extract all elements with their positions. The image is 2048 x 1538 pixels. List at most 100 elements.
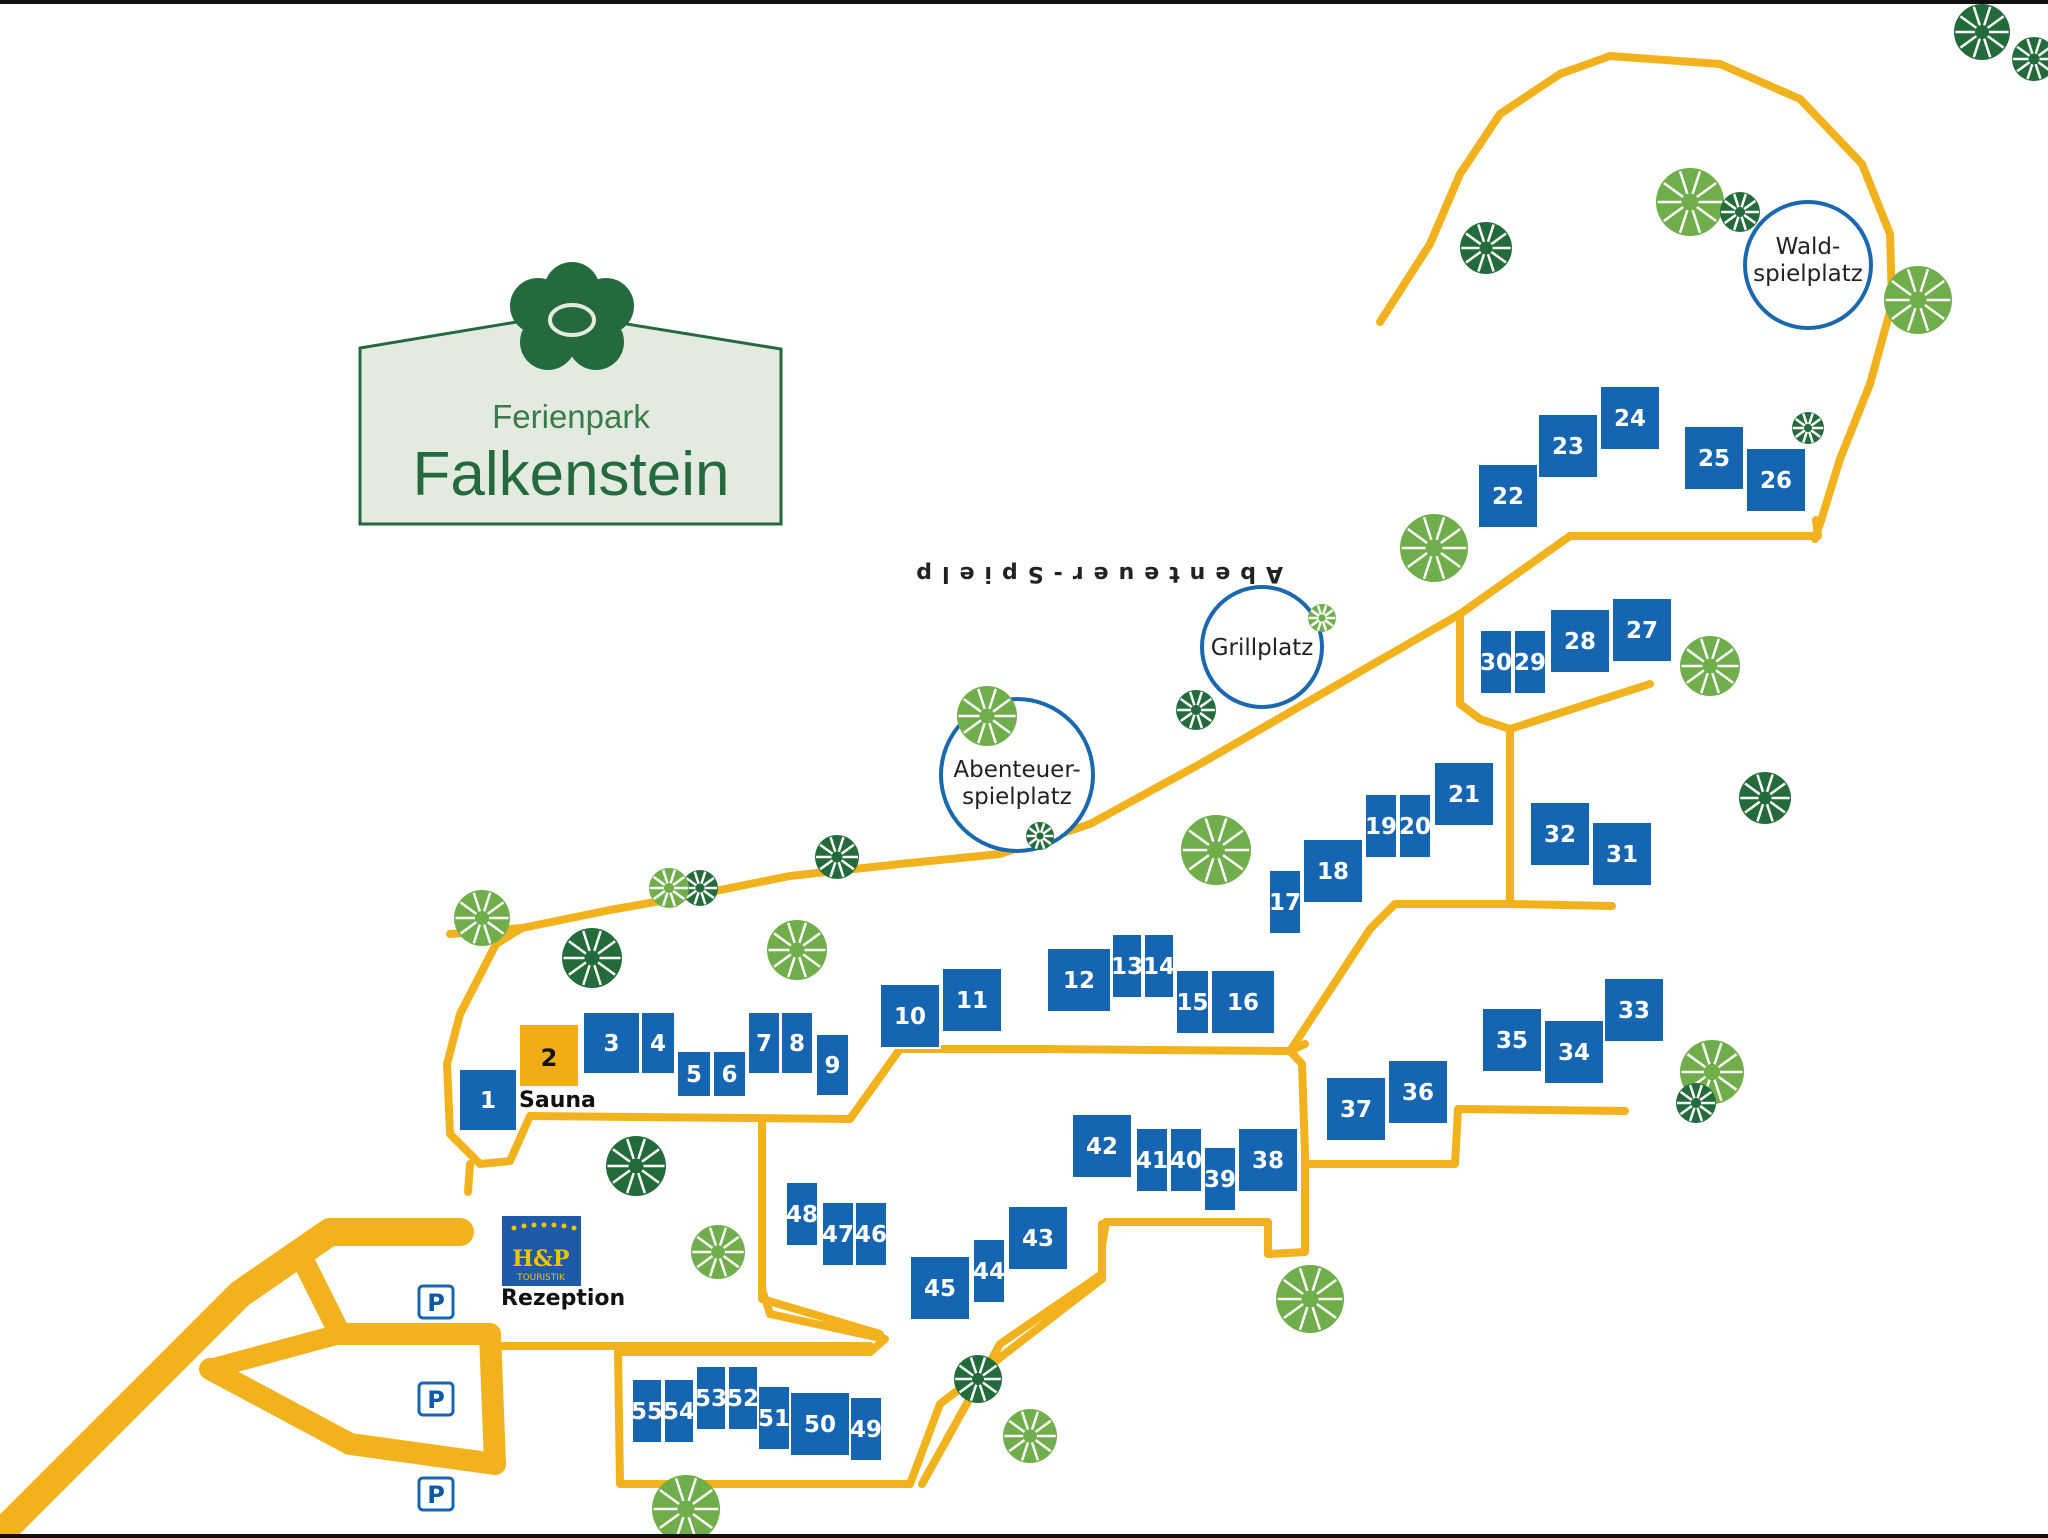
house-box [1325,1076,1387,1142]
parking-3[interactable]: P [417,1476,455,1512]
house-number: 51 [758,1406,790,1432]
house-box [789,1391,851,1457]
house-21[interactable]: 21 [1433,761,1495,827]
waldspielplatz: Wald- spielplatz [1743,200,1873,330]
tree-icon [1176,690,1216,730]
house-box [1433,761,1495,827]
house-5[interactable]: 5 [676,1050,712,1098]
flipped-sign-text: Abenteuer-Spielp [906,561,1283,586]
house-box [1479,629,1513,695]
house-49[interactable]: 49 [849,1396,883,1462]
house-27[interactable]: 27 [1611,597,1673,663]
house-number: 20 [1399,814,1431,840]
house-6[interactable]: 6 [712,1050,747,1098]
house-19[interactable]: 19 [1364,793,1398,859]
house-box [1237,1127,1299,1193]
house-box [1210,969,1276,1035]
flower-icon [510,262,634,370]
house-38[interactable]: 38 [1237,1127,1299,1193]
tree-icon [954,1355,1002,1403]
house-box [821,1201,855,1267]
house-14[interactable]: 14 [1143,933,1175,999]
house-number: 44 [973,1259,1005,1285]
house-43[interactable]: 43 [1007,1205,1069,1271]
house-35[interactable]: 35 [1481,1007,1543,1073]
house-41[interactable]: 41 [1135,1127,1169,1193]
house-number: 28 [1564,629,1596,655]
house-20[interactable]: 20 [1398,793,1432,859]
house-18[interactable]: 18 [1302,838,1364,904]
house-4[interactable]: 4 [640,1011,676,1075]
house-26[interactable]: 26 [1745,447,1807,513]
tree-icon [1676,1083,1716,1123]
house-28[interactable]: 28 [1549,608,1611,674]
house-number: 24 [1614,406,1646,432]
house-31[interactable]: 31 [1591,821,1653,887]
house-16[interactable]: 16 [1210,969,1276,1035]
wald-label-line2: spielplatz [1753,261,1863,287]
house-22[interactable]: 22 [1477,463,1539,529]
house-23[interactable]: 23 [1537,413,1599,479]
house-48[interactable]: 48 [785,1181,819,1247]
house-44[interactable]: 44 [972,1238,1006,1304]
tree-icon [1656,168,1724,236]
house-37[interactable]: 37 [1325,1076,1387,1142]
house-number: 7 [756,1031,772,1057]
house-25[interactable]: 25 [1683,425,1745,491]
house-55[interactable]: 55 [631,1378,663,1444]
house-box [879,983,941,1049]
grillplatz: Grillplatz [1200,585,1324,709]
parking-1[interactable]: P [417,1284,455,1320]
house-number: 46 [855,1222,887,1248]
house-box [1143,933,1175,999]
house-51[interactable]: 51 [757,1385,791,1451]
house-45[interactable]: 45 [909,1255,971,1321]
house-box [1481,1007,1543,1073]
sauna[interactable]: 2 Sauna [518,1023,596,1113]
house-number: 43 [1022,1226,1054,1252]
house-24[interactable]: 24 [1599,385,1661,451]
logo-line1: Ferienpark [492,398,650,435]
house-number: 41 [1136,1148,1168,1174]
house-7[interactable]: 7 [747,1011,781,1075]
house-50[interactable]: 50 [789,1391,851,1457]
house-15[interactable]: 15 [1175,969,1210,1035]
house-46[interactable]: 46 [854,1201,888,1267]
house-box [1683,425,1745,491]
house-box [1169,1127,1203,1193]
house-number: 13 [1111,954,1143,980]
house-40[interactable]: 40 [1169,1127,1203,1193]
house-10[interactable]: 10 [879,983,941,1049]
house-box [1071,1113,1133,1179]
house-13[interactable]: 13 [1111,933,1143,999]
house-box [676,1050,712,1098]
house-33[interactable]: 33 [1603,977,1665,1043]
house-3[interactable]: 3 [582,1011,641,1075]
house-12[interactable]: 12 [1046,947,1112,1013]
stars-icon [511,1222,577,1231]
tree-icon [1954,4,2010,60]
house-17[interactable]: 17 [1268,869,1302,935]
house-54[interactable]: 54 [663,1378,695,1444]
house-36[interactable]: 36 [1387,1059,1449,1125]
house-32[interactable]: 32 [1529,801,1591,867]
reception[interactable]: H&P TOURISTIK Rezeption [501,1216,625,1311]
house-39[interactable]: 39 [1203,1146,1237,1212]
house-box [1599,385,1661,451]
house-52[interactable]: 52 [727,1365,759,1431]
house-8[interactable]: 8 [780,1011,814,1075]
house-34[interactable]: 34 [1543,1019,1605,1085]
house-number: 45 [924,1276,956,1302]
house-42[interactable]: 42 [1071,1113,1133,1179]
house-29[interactable]: 29 [1513,629,1547,695]
parking-2[interactable]: P [417,1381,455,1417]
house-30[interactable]: 30 [1479,629,1513,695]
house-11[interactable]: 11 [941,967,1003,1033]
house-47[interactable]: 47 [821,1201,855,1267]
house-number: 49 [850,1417,882,1443]
house-number: 34 [1558,1040,1590,1066]
house-9[interactable]: 9 [815,1033,850,1097]
house-1[interactable]: 1 [458,1068,518,1132]
house-53[interactable]: 53 [695,1365,727,1431]
parking-icon: P [427,1386,445,1414]
